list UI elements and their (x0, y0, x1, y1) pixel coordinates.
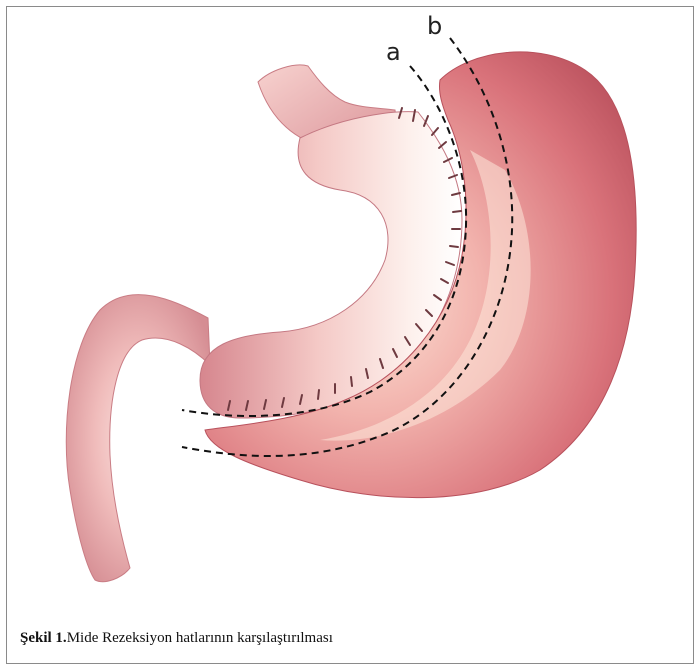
figure-caption: Şekil 1.Mide Rezeksiyon hatlarının karşı… (20, 630, 333, 647)
caption-text: Mide Rezeksiyon hatlarının karşılaştırıl… (67, 630, 333, 646)
caption-label: Şekil 1. (20, 630, 67, 646)
line-a-label: a (386, 38, 401, 66)
duodenum (66, 295, 210, 582)
line-b-label: b (427, 12, 442, 40)
